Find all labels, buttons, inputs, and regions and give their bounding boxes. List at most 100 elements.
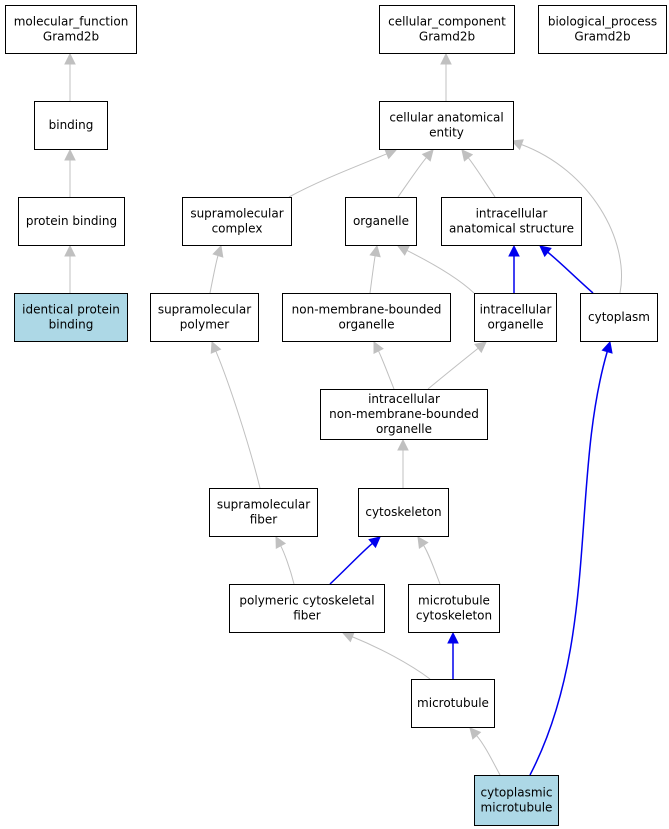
- arrowhead: [469, 727, 482, 740]
- edge-supramolecular-fiber-to-supramolecular-polymer: [210, 340, 261, 489]
- node-microtubule[interactable]: microtubule: [411, 679, 495, 728]
- node-box: [345, 197, 417, 246]
- arrowhead: [447, 631, 459, 644]
- node-label-line: organelle: [487, 318, 543, 332]
- arrowhead: [397, 245, 410, 256]
- node-label-line: complex: [212, 222, 263, 236]
- arrowhead: [64, 148, 76, 161]
- node-box: [18, 197, 125, 246]
- node-organelle[interactable]: organelle: [345, 197, 417, 246]
- node-label-line: polymeric cytoskeletal: [239, 594, 374, 608]
- node-label-line: microtubule: [481, 801, 553, 815]
- node-label-line: Gramd2b: [574, 30, 630, 44]
- arrowhead: [440, 52, 452, 65]
- node-box: [182, 197, 292, 246]
- arrowhead: [341, 631, 355, 643]
- edge-microtubule-to-microtubule-cytoskeleton: [447, 631, 459, 679]
- node-box: [474, 293, 557, 342]
- edge-line: [521, 144, 622, 294]
- node-box: [14, 293, 128, 342]
- arrowhead: [508, 244, 520, 257]
- node-box: [150, 293, 259, 342]
- edge-cellular-anatomical-entity-to-cellular-component: [440, 52, 452, 102]
- node-label-line: protein binding: [26, 214, 117, 228]
- arrowhead: [474, 341, 487, 354]
- node-label-line: intracellular: [368, 392, 440, 406]
- edge-line: [329, 542, 373, 585]
- node-box: [441, 197, 582, 246]
- edge-line: [423, 545, 441, 585]
- arrowhead: [373, 341, 384, 354]
- edge-intracellular-anatomical-structure-to-cellular-anatomical-entity: [461, 149, 496, 198]
- edge-line: [280, 545, 295, 585]
- node-intracellular-non-membrane-bounded-organelle[interactable]: intracellularnon-membrane-boundedorganel…: [320, 389, 488, 440]
- edge-line: [467, 157, 496, 198]
- node-label-line: cytoskeleton: [365, 505, 441, 519]
- edge-polymeric-cytoskeletal-fiber-to-supramolecular-fiber: [275, 536, 295, 585]
- arrowhead: [510, 139, 524, 151]
- node-box: [408, 584, 500, 633]
- node-cytoplasm[interactable]: cytoplasm: [580, 293, 658, 342]
- node-binding[interactable]: binding: [34, 101, 108, 150]
- edge-non-membrane-bounded-organelle-to-organelle: [369, 244, 381, 294]
- arrowhead: [461, 149, 474, 162]
- edge-line: [529, 351, 608, 776]
- edge-supramolecular-complex-to-cellular-anatomical-entity: [288, 148, 398, 198]
- edge-cytoplasm-to-intracellular-anatomical-structure: [539, 245, 594, 294]
- node-box: [282, 293, 451, 342]
- node-label-line: molecular_function: [14, 15, 129, 29]
- node-label-line: Gramd2b: [419, 30, 475, 44]
- edge-protein-binding-to-binding: [64, 148, 76, 197]
- nodes-layer: molecular_functionGramd2bcellular_compon…: [5, 5, 667, 826]
- edge-intracellular-non-membrane-bounded-organelle-to-intracellular-organelle: [427, 341, 487, 390]
- edge-line: [378, 350, 395, 390]
- arrowhead: [212, 244, 224, 258]
- edge-line: [369, 255, 376, 294]
- node-box: [379, 5, 515, 54]
- node-protein-binding[interactable]: protein binding: [18, 197, 125, 246]
- arrowhead: [421, 149, 434, 162]
- node-box: [34, 101, 108, 150]
- arrowhead: [397, 438, 409, 451]
- node-label-line: binding: [49, 118, 94, 132]
- edge-binding-to-molecular-function: [64, 52, 76, 101]
- node-box: [474, 775, 559, 826]
- arrowhead: [601, 340, 613, 354]
- node-label-line: intracellular: [480, 303, 552, 317]
- node-label-line: fiber: [293, 609, 321, 623]
- edge-organelle-to-cellular-anatomical-entity: [397, 149, 434, 198]
- node-label-line: organelle: [376, 422, 432, 436]
- node-label-line: cytoplasm: [588, 310, 650, 324]
- edge-line: [209, 255, 219, 294]
- edge-intracellular-organelle-to-intracellular-anatomical-structure: [508, 244, 520, 294]
- node-label-line: supramolecular: [158, 303, 251, 317]
- edge-cytoplasmic-microtubule-to-microtubule: [469, 727, 501, 776]
- node-box: [5, 5, 137, 54]
- node-box: [411, 679, 495, 728]
- edge-intracellular-non-membrane-bounded-organelle-to-non-membrane-bounded-organelle: [373, 341, 395, 390]
- edge-supramolecular-polymer-to-supramolecular-complex: [209, 244, 224, 294]
- arrowhead: [275, 536, 287, 549]
- node-box: [229, 584, 385, 633]
- arrowhead: [384, 148, 398, 160]
- node-cytoskeleton[interactable]: cytoskeleton: [358, 488, 449, 537]
- edge-line: [547, 251, 594, 294]
- edge-line: [476, 735, 501, 776]
- node-label-line: anatomical structure: [449, 222, 574, 236]
- arrowhead: [210, 340, 222, 354]
